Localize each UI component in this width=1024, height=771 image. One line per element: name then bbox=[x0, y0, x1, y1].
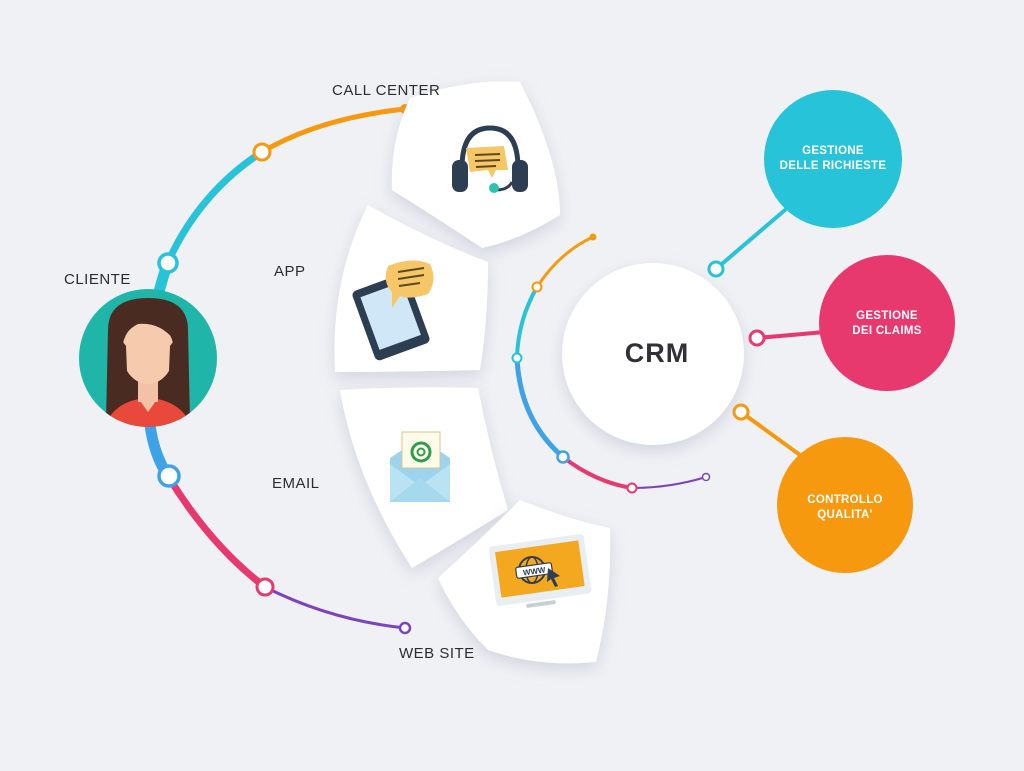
laptop-www-icon: WWW bbox=[488, 533, 592, 608]
headset-icon bbox=[452, 125, 528, 193]
channel-label-email: EMAIL bbox=[272, 475, 320, 492]
customer-label: CLIENTE bbox=[64, 271, 131, 288]
channel-label-web-site: WEB SITE bbox=[399, 645, 475, 662]
module-connectors bbox=[707, 208, 827, 457]
module-circle-quality bbox=[777, 437, 913, 573]
channel-label-app: APP bbox=[274, 263, 306, 280]
channel-label-call-center: CALL CENTER bbox=[332, 82, 441, 99]
module-circle-requests bbox=[764, 90, 902, 228]
module-requests-line1: GESTIONE bbox=[802, 145, 864, 157]
email-envelope-icon bbox=[390, 431, 450, 502]
module-circle-claims bbox=[819, 255, 955, 391]
crm-inner-arc bbox=[511, 233, 711, 494]
crm-hub bbox=[562, 263, 744, 445]
module-claims-line1: GESTIONE bbox=[856, 310, 918, 322]
module-label-claims: GESTIONE DEI CLAIMS bbox=[819, 309, 955, 339]
module-label-requests: GESTIONE DELLE RICHIESTE bbox=[764, 144, 902, 174]
module-quality-line1: CONTROLLO bbox=[807, 494, 883, 506]
svg-text:WWW: WWW bbox=[522, 565, 546, 577]
customer-arc-nodes bbox=[157, 104, 412, 635]
module-label-quality: CONTROLLO QUALITA' bbox=[777, 493, 913, 523]
crm-label: CRM bbox=[624, 338, 690, 368]
tablet-chat-icon bbox=[352, 260, 434, 361]
customer-avatar bbox=[79, 289, 217, 427]
module-claims-line2: DEI CLAIMS bbox=[852, 325, 922, 337]
module-requests-line2: DELLE RICHIESTE bbox=[779, 160, 887, 172]
module-quality-line2: QUALITA' bbox=[817, 509, 873, 521]
